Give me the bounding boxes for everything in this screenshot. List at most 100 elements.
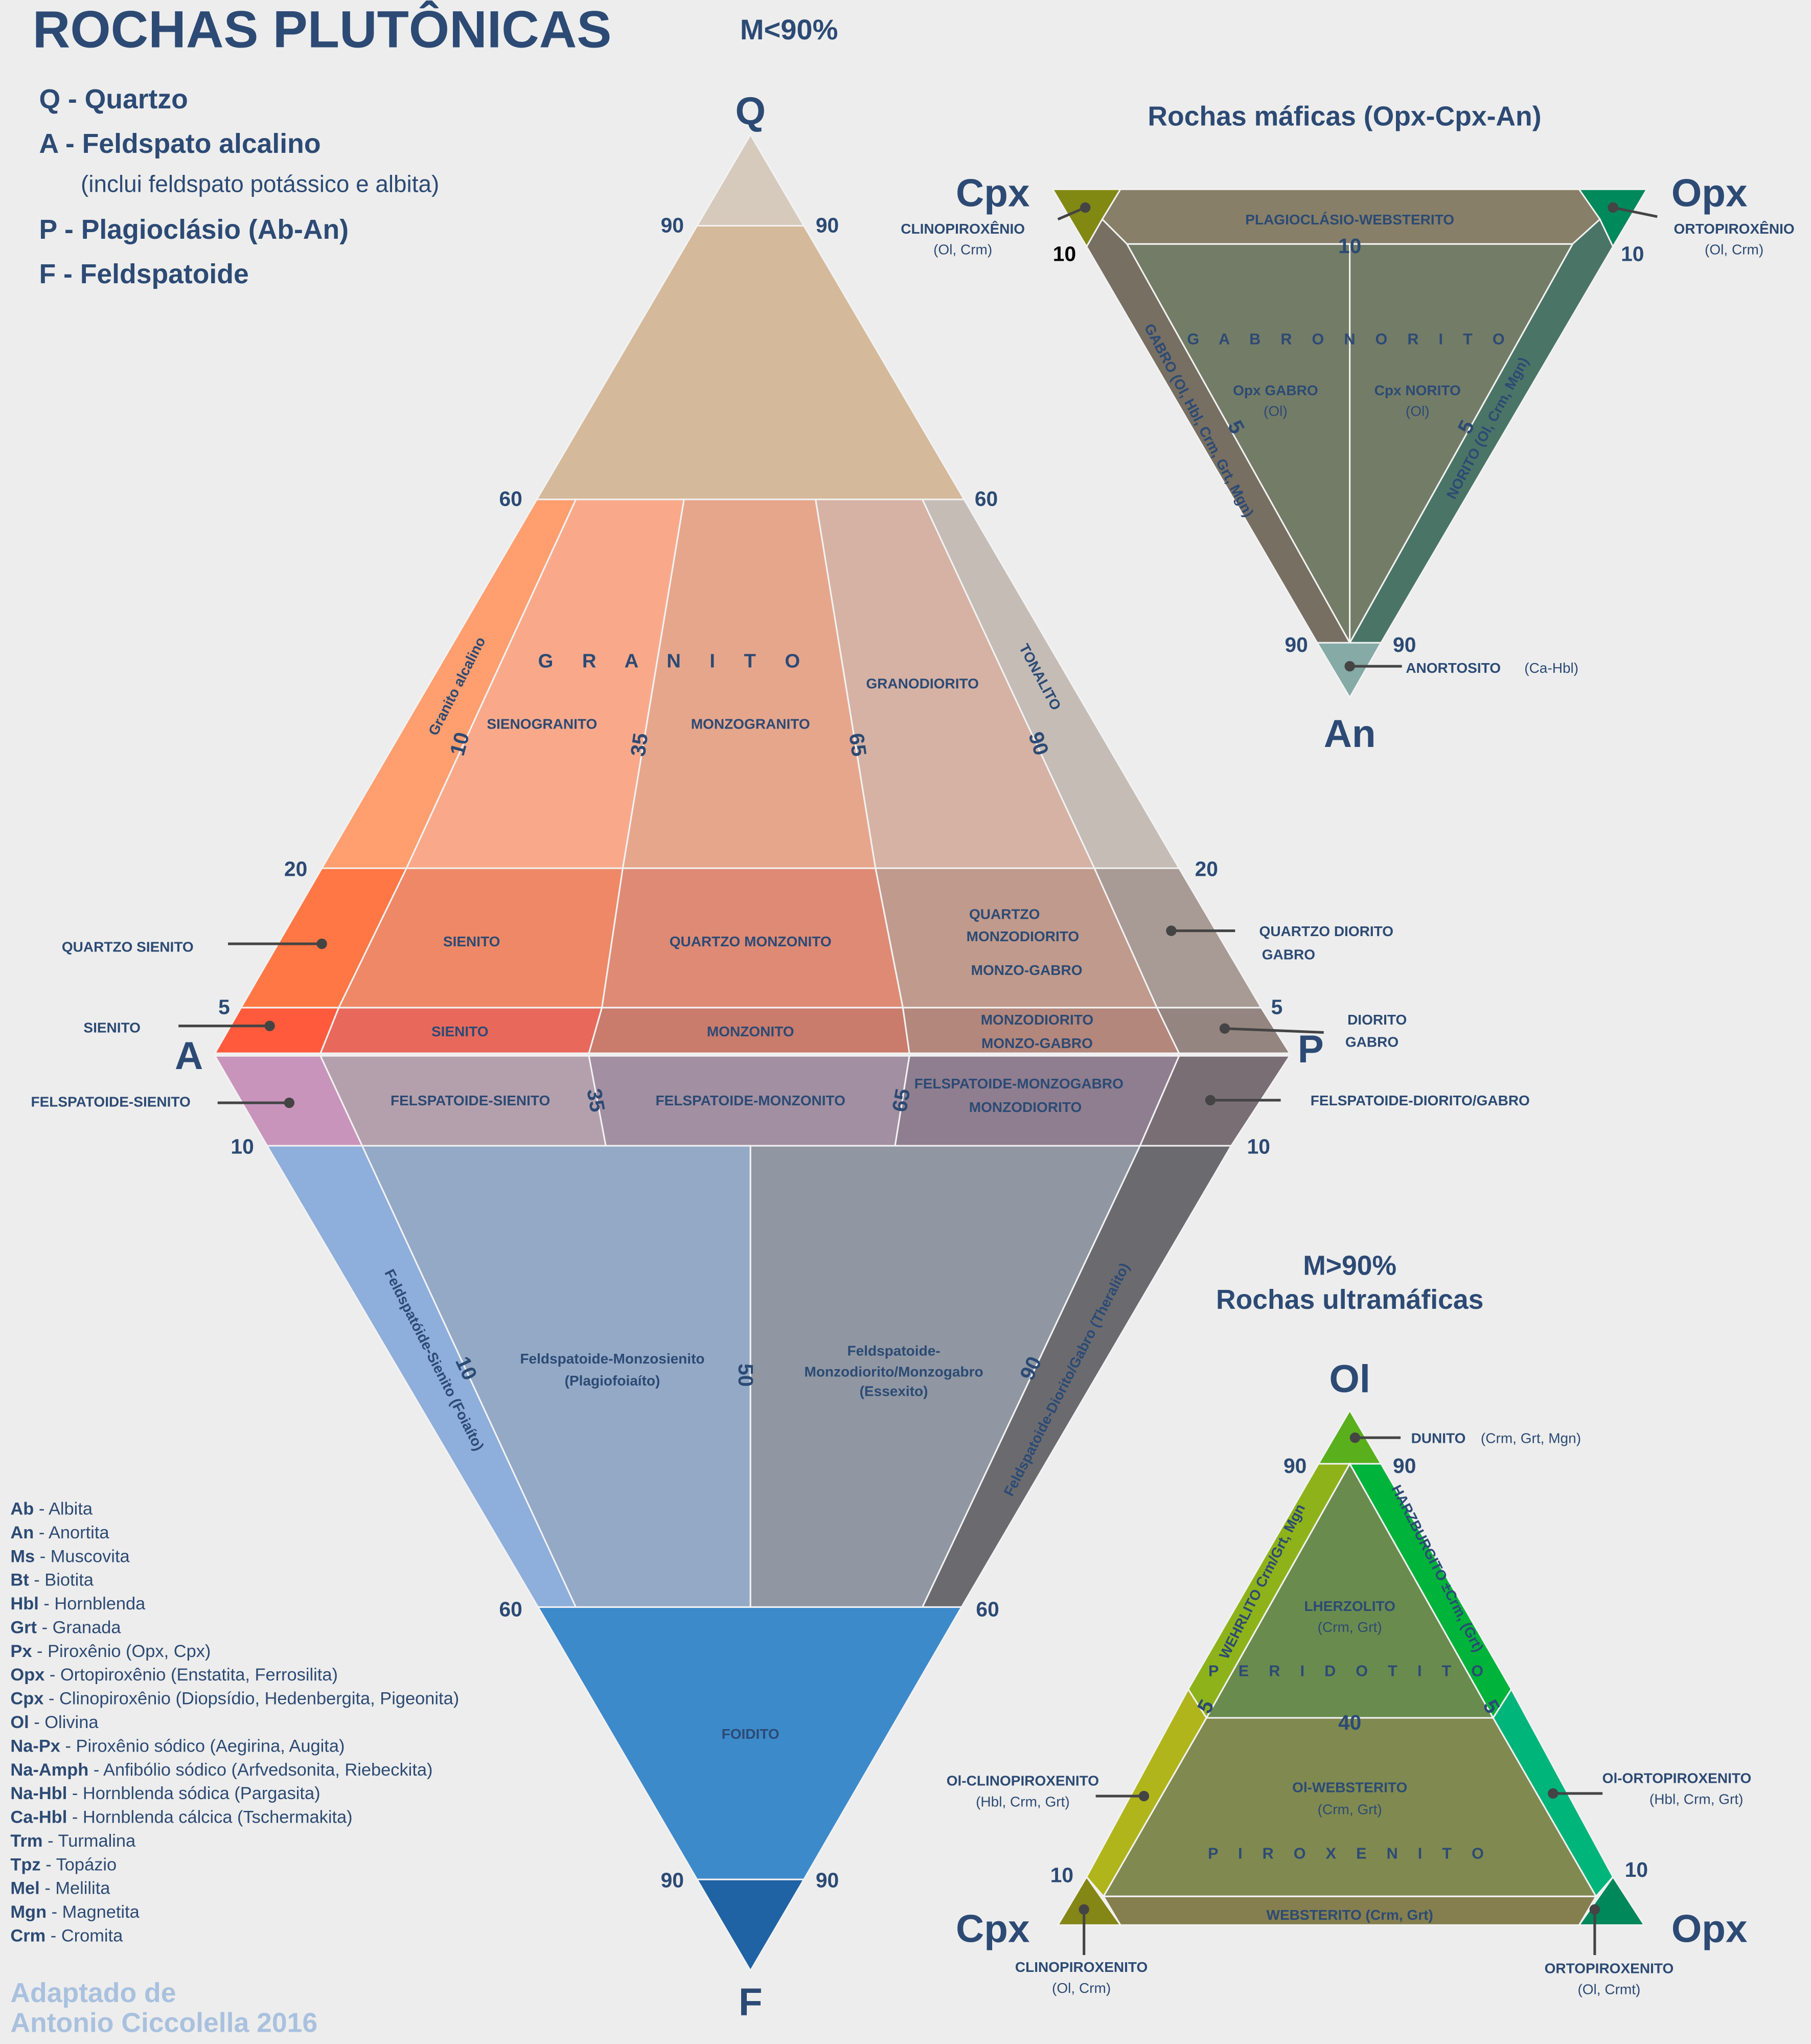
vertex-a: A: [175, 1034, 203, 1078]
label-cpx-norite: Cpx NORITO: [1374, 382, 1461, 398]
label-lherzolite: LHERZOLITO: [1304, 1598, 1395, 1614]
label-alkali-syenite: SIENITO: [83, 1019, 141, 1035]
abbreviation-meaning: - Anfibólio sódico (Arfvedsonita, Riebec…: [94, 1760, 433, 1780]
tick-label: 90: [816, 1868, 839, 1892]
abbreviation-code: Grt: [10, 1618, 37, 1637]
tick-label: 20: [284, 857, 307, 881]
field-alkali-syenite: [213, 1007, 340, 1054]
credit-line-1: Adaptado de: [10, 1978, 176, 2008]
abbreviation-item: Hbl - Hornblenda: [10, 1594, 146, 1614]
tick-label: 40: [1338, 1711, 1361, 1734]
tick-label: 10: [1247, 1134, 1270, 1158]
key-f: F - Feldspatoide: [39, 259, 248, 289]
tick-label: 5: [1271, 995, 1283, 1019]
vertex-p: P: [1298, 1028, 1324, 1071]
label-plagioclase-websterite: PLAGIOCLÁSIO-WEBSTERITO: [1245, 212, 1454, 228]
label-syenite: SIENITO: [431, 1024, 489, 1039]
label-gabbronorite: G A B R O N O R I T O: [1187, 331, 1512, 348]
abbreviation-item: Na-Amph - Anfibólio sódico (Arfvedsonita…: [10, 1760, 432, 1780]
key-a: A - Feldspato alcalino: [39, 129, 320, 159]
abbreviation-code: Na-Amph: [10, 1760, 88, 1780]
abbreviation-code: Ca-Hbl: [10, 1808, 67, 1827]
abbreviation-code: Na-Px: [10, 1736, 60, 1756]
label-websterite: WEBSTERITO (Crm, Grt): [1267, 1907, 1433, 1923]
tick-label: 90: [1283, 1454, 1306, 1478]
label-peridotite: P E R I D O T I T O: [1208, 1663, 1491, 1680]
label-monzodiorite: MONZODIORITO: [981, 1012, 1094, 1028]
tick-label: 90: [1393, 1454, 1416, 1478]
corner-clinopyroxenite: [1057, 1875, 1122, 1926]
label-foid-monzonite: FELSPATOIDE-MONZONITO: [655, 1093, 845, 1108]
label-clinopyroxene: CLINOPIROXÊNIO: [901, 221, 1025, 237]
label-orthopyroxene-sub: (Ol, Crm): [1705, 242, 1763, 258]
abbreviation-meaning: - Ortopiroxênio (Enstatita, Ferrosilita): [50, 1665, 338, 1685]
vertex-cpx: Cpx: [956, 1907, 1029, 1951]
page-title: ROCHAS PLUTÔNICAS: [33, 0, 612, 58]
abbreviation-meaning: - Clinopiroxênio (Diopsídio, Hedenbergit…: [49, 1689, 459, 1709]
vertex-cpx: Cpx: [956, 171, 1029, 215]
abbreviation-item: Cpx - Clinopiroxênio (Diopsídio, Hedenbe…: [10, 1689, 459, 1709]
label-foid-monzosyenite: Feldspatoide-Monzosienito: [520, 1351, 704, 1367]
label-orthopyroxenite-sub: (Ol, Crmt): [1577, 1981, 1640, 1997]
label-quartz-diorite: QUARTZO DIORITO: [1259, 923, 1394, 939]
abbreviation-meaning: - Cromita: [51, 1926, 123, 1946]
label-foid-monzogabbro: FELSPATOIDE-MONZOGABRO: [914, 1076, 1124, 1092]
abbreviation-item: Crm - Cromita: [10, 1926, 123, 1946]
label-clinopyroxenite: CLINOPIROXENITO: [1015, 1959, 1148, 1975]
tick-label: 20: [1195, 857, 1218, 881]
abbreviation-code: Px: [10, 1642, 32, 1661]
label-foid-alkali-syenite: FELSPATOIDE-SIENITO: [31, 1094, 190, 1110]
tick-label: 10: [1050, 1863, 1073, 1887]
label-diorite: DIORITO: [1347, 1012, 1407, 1028]
label-dunite: DUNITO: [1411, 1430, 1466, 1446]
tick-label: 60: [976, 1597, 999, 1621]
ultramafic-subtitle: Rochas ultramáficas: [1216, 1285, 1483, 1315]
label-quartz-gabbro: GABRO: [1262, 947, 1315, 963]
abbreviation-item: Mel - Melilita: [10, 1879, 110, 1898]
key-a-note: (inclui feldspato potássico e albita): [81, 170, 439, 197]
abbreviation-item: Ab - Albita: [10, 1499, 93, 1518]
abbreviation-item: Ca-Hbl - Hornblenda cálcica (Tschermakit…: [10, 1808, 352, 1827]
abbreviation-meaning: - Granada: [42, 1618, 122, 1637]
label-foid-monzodiorite-lower: Feldspatoide-: [847, 1343, 940, 1359]
tick-label: 90: [816, 213, 839, 237]
abbreviation-meaning: - Biotita: [34, 1571, 94, 1590]
vertex-an: An: [1324, 712, 1376, 756]
abbreviation-code: Opx: [10, 1665, 44, 1685]
abbreviation-code: Crm: [10, 1926, 45, 1946]
label-quartz-monzonite: QUARTZO MONZONITO: [670, 934, 832, 949]
label-ol-clinopyroxenite: Ol-CLINOPIROXENITO: [947, 1773, 1099, 1789]
abbreviation-code: Cpx: [10, 1689, 43, 1709]
vertex-q: Q: [735, 89, 765, 133]
qapf-leader-lines: [178, 925, 1324, 1108]
label-foid-monzodiorite: MONZODIORITO: [969, 1099, 1082, 1115]
field-quartz-rich: [535, 225, 966, 501]
abbreviation-meaning: - Anortita: [39, 1523, 110, 1542]
abbreviation-meaning: - Hornblenda: [43, 1594, 146, 1614]
field-foidolite: [696, 1878, 806, 1972]
label-lherzolite-sub: (Crm, Grt): [1318, 1619, 1382, 1635]
label-cpx-norite-sub: (Ol): [1406, 403, 1430, 419]
abbreviation-meaning: - Hornblenda cálcica (Tschermakita): [72, 1808, 353, 1827]
tick-label: 65: [887, 1087, 914, 1114]
mineral-key: Q - Quartzo A - Feldspato alcalino (incl…: [39, 84, 439, 289]
field-cpx-norite: [1349, 243, 1574, 646]
label-granodiorite: GRANODIORITO: [866, 675, 979, 691]
label-quartz-monzodiorite: QUARTZO: [969, 906, 1040, 922]
tick-label: 50: [734, 1364, 758, 1387]
tick-label: 10: [445, 730, 474, 758]
tick-label: 5: [218, 995, 230, 1019]
abbreviation-item: Mgn - Magnetita: [10, 1902, 140, 1922]
abbreviation-code: Bt: [10, 1571, 29, 1590]
label-granite: G R A N I T O: [538, 650, 812, 672]
tick-label: 10: [231, 1134, 254, 1158]
label-monzogabbro: MONZO-GABRO: [981, 1035, 1093, 1051]
tick-label: 90: [1393, 633, 1416, 656]
tick-label: 90: [1285, 633, 1308, 656]
abbreviation-item: Na-Hbl - Hornblenda sódica (Pargasita): [10, 1784, 320, 1803]
tick-label: 10: [1621, 242, 1644, 265]
tick-label: 60: [499, 1597, 522, 1621]
abbreviation-code: Trm: [10, 1831, 42, 1851]
abbreviation-code: Mel: [10, 1879, 39, 1898]
